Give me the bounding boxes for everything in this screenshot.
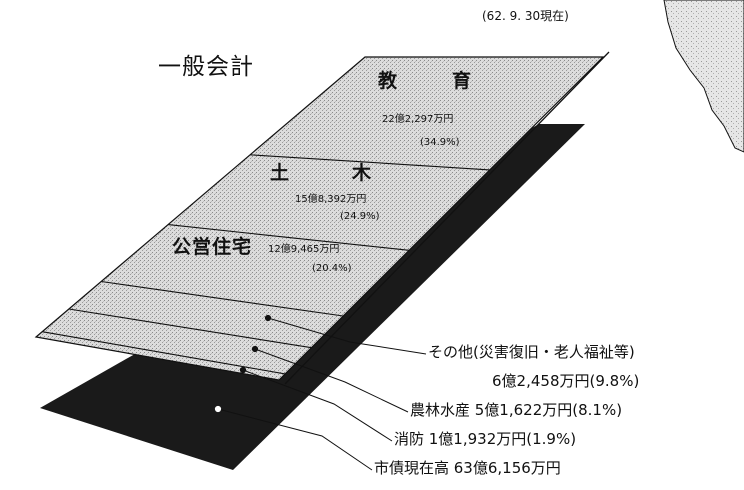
segment-other-boundary [68, 308, 312, 349]
segment-amount-civil-engineering: 15億8,392万円 [295, 194, 367, 205]
leader-agriculture [254, 348, 409, 413]
segment-civil-engineering-boundary [168, 224, 410, 251]
segment-amount-public-housing: 12億9,465万円 [268, 244, 340, 255]
segment-label-public-housing: 公営住宅 [172, 236, 253, 258]
segment-percent-civil-engineering: (24.9%) [340, 211, 380, 222]
slab-edge-line [284, 51, 610, 385]
callout-total-debt: 市債現在高 63億6,156万円 [374, 459, 561, 477]
segment-label-education: 教 育 [378, 70, 490, 92]
chart-title: 一般会計 [158, 54, 254, 80]
leader-other [267, 317, 427, 355]
segment-amount-education: 22億2,297万円 [382, 114, 454, 125]
segment-label-civil-engineering: 土 木 [270, 162, 394, 184]
map-fragment [663, 0, 744, 153]
callout-agriculture: 農林水産 5億1,622万円(8.1%) [410, 401, 623, 419]
callout-other-label: その他(災害復旧・老人福祉等) [428, 343, 635, 361]
callout-other-value: 6億2,458万円(9.8%) [492, 372, 640, 390]
date-note: (62. 9. 30現在) [482, 9, 569, 23]
leader-fire-dot [239, 366, 247, 374]
segment-public-housing-boundary [101, 280, 344, 317]
segment-percent-public-housing: (20.4%) [312, 263, 352, 274]
leader-agriculture-dot [251, 345, 259, 353]
leader-total-debt [217, 408, 373, 471]
segment-agriculture-boundary [42, 331, 286, 375]
segment-percent-education: (34.9%) [420, 137, 460, 148]
general-account-slab [34, 56, 605, 381]
callout-fire: 消防 1億1,932万円(1.9%) [394, 430, 577, 448]
leader-fire [242, 369, 393, 442]
segment-education-boundary [249, 154, 490, 171]
leader-other-dot [264, 314, 272, 322]
leader-total-debt-dot [214, 405, 222, 413]
